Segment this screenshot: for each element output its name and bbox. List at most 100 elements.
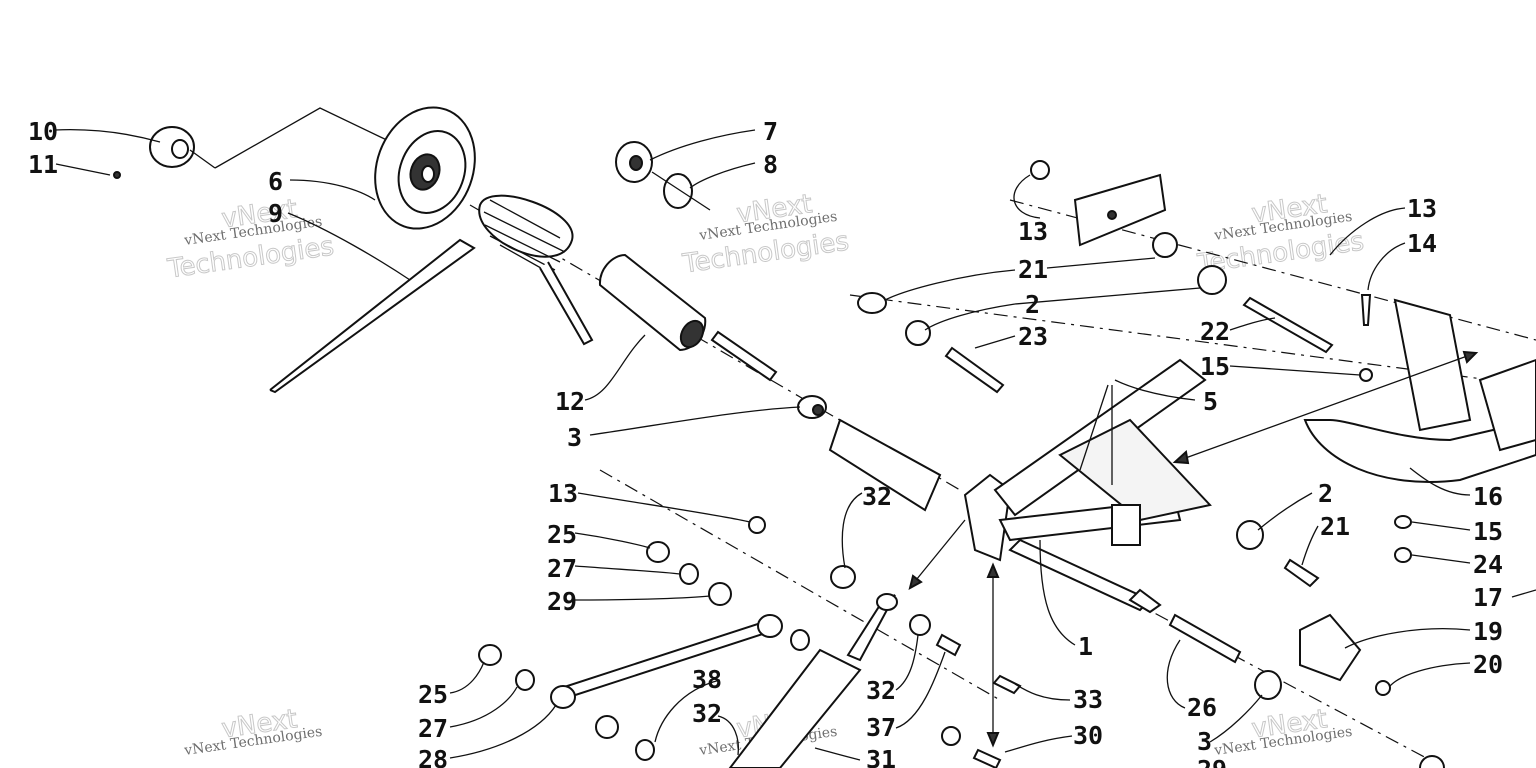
callout-24: 24 <box>1473 550 1503 579</box>
washer-part <box>1375 680 1391 696</box>
washer-part <box>1419 755 1445 768</box>
callout-16: 16 <box>1473 482 1503 511</box>
callout-7: 7 <box>763 117 778 146</box>
bolt-part <box>1283 558 1320 588</box>
main-frame-part <box>963 358 1212 614</box>
nut-part <box>478 644 502 666</box>
callout-32: 32 <box>692 699 722 728</box>
callout-38: 38 <box>692 665 722 694</box>
washer-part <box>909 614 931 636</box>
callout-27: 27 <box>547 554 577 583</box>
rear-arm-part <box>1303 298 1536 483</box>
callout-5: 5 <box>1203 387 1218 416</box>
pulley-wheel-part <box>374 106 476 230</box>
callout-9: 9 <box>268 199 283 228</box>
callout-25: 25 <box>418 680 448 709</box>
callout-31: 31 <box>866 745 896 768</box>
watermark-group: vNext Technologies vNext Technologies vN… <box>165 189 1367 759</box>
callout-37: 37 <box>866 713 896 742</box>
bolt-part <box>1360 294 1372 326</box>
callout-3: 3 <box>1197 727 1212 756</box>
callout-29: 29 <box>547 587 577 616</box>
callout-32: 32 <box>866 676 896 705</box>
callout-3: 3 <box>567 423 582 452</box>
callout-27: 27 <box>418 714 448 743</box>
parts-group <box>113 106 1536 768</box>
flange-bushing-part <box>1152 232 1178 258</box>
sleeve-part <box>598 253 707 352</box>
bushing-part <box>797 395 827 419</box>
spacer-part <box>944 346 1005 394</box>
nut-part <box>1254 670 1282 700</box>
washer-part <box>635 739 655 761</box>
callout-26: 26 <box>1187 693 1217 722</box>
callout-30: 30 <box>1073 721 1103 750</box>
side-plate-part <box>1299 613 1362 682</box>
set-screw-part <box>113 171 121 179</box>
callout-11: 11 <box>28 150 58 179</box>
washer-part <box>790 629 810 651</box>
bushing-part <box>905 320 931 346</box>
pin-part <box>1168 613 1242 664</box>
direction-arrows <box>908 350 1479 748</box>
callout-17: 17 <box>1473 583 1503 612</box>
spacer-part <box>595 715 619 739</box>
callout-21: 21 <box>1018 255 1048 284</box>
shaft-part <box>710 330 778 382</box>
callout-19: 19 <box>1473 617 1503 646</box>
collar-part <box>149 107 471 181</box>
callout-14: 14 <box>1407 229 1437 258</box>
washer-part <box>679 563 699 585</box>
spacer-part <box>935 633 962 657</box>
axle-part <box>828 418 942 512</box>
callout-29: 29 <box>1197 755 1227 768</box>
washer-part <box>1359 368 1373 382</box>
spacer-part <box>708 582 732 606</box>
callout-2: 2 <box>1318 479 1333 508</box>
callout-33: 33 <box>1073 685 1103 714</box>
bushing-part <box>1197 265 1227 295</box>
nut-part <box>646 541 670 563</box>
shock-absorber-part <box>728 593 898 768</box>
callout-13: 13 <box>1018 217 1048 246</box>
flange-bushing-part <box>857 292 887 314</box>
spacer-part <box>1242 296 1334 354</box>
link-rod-part <box>553 618 777 702</box>
link-end-part <box>550 685 576 709</box>
bracket-part <box>1030 160 1167 247</box>
spacer-part <box>972 748 1002 768</box>
callout-15: 15 <box>1200 352 1230 381</box>
callout-8: 8 <box>763 150 778 179</box>
callout-25: 25 <box>547 520 577 549</box>
callout-15: 15 <box>1473 517 1503 546</box>
washer-part <box>941 726 961 746</box>
bushing-part <box>1236 520 1264 550</box>
callout-labels: 10 11 6 9 7 8 12 3 13 21 2 23 13 14 22 1… <box>28 117 1503 768</box>
washer-part <box>1394 515 1412 529</box>
bearing-part <box>615 141 653 183</box>
callout-28: 28 <box>418 745 448 768</box>
snap-ring-part <box>663 173 693 209</box>
callout-32: 32 <box>862 482 892 511</box>
callout-23: 23 <box>1018 322 1048 351</box>
callout-21: 21 <box>1320 512 1350 541</box>
washer-part <box>515 669 535 691</box>
callout-13: 13 <box>548 479 578 508</box>
bolt-part <box>992 674 1022 695</box>
nut-part <box>1394 547 1412 563</box>
spring-rod-part <box>269 238 476 394</box>
link-end-part <box>757 614 783 638</box>
callout-6: 6 <box>268 167 283 196</box>
callout-22: 22 <box>1200 317 1230 346</box>
nut-part <box>748 516 766 534</box>
callout-10: 10 <box>28 117 58 146</box>
callout-13: 13 <box>1407 194 1437 223</box>
callout-1: 1 <box>1078 632 1093 661</box>
callout-12: 12 <box>555 387 585 416</box>
leader-lines <box>54 129 1536 761</box>
callout-2: 2 <box>1025 290 1040 319</box>
nut-part <box>830 565 856 589</box>
torsion-spring-part <box>478 194 594 346</box>
callout-20: 20 <box>1473 650 1503 679</box>
